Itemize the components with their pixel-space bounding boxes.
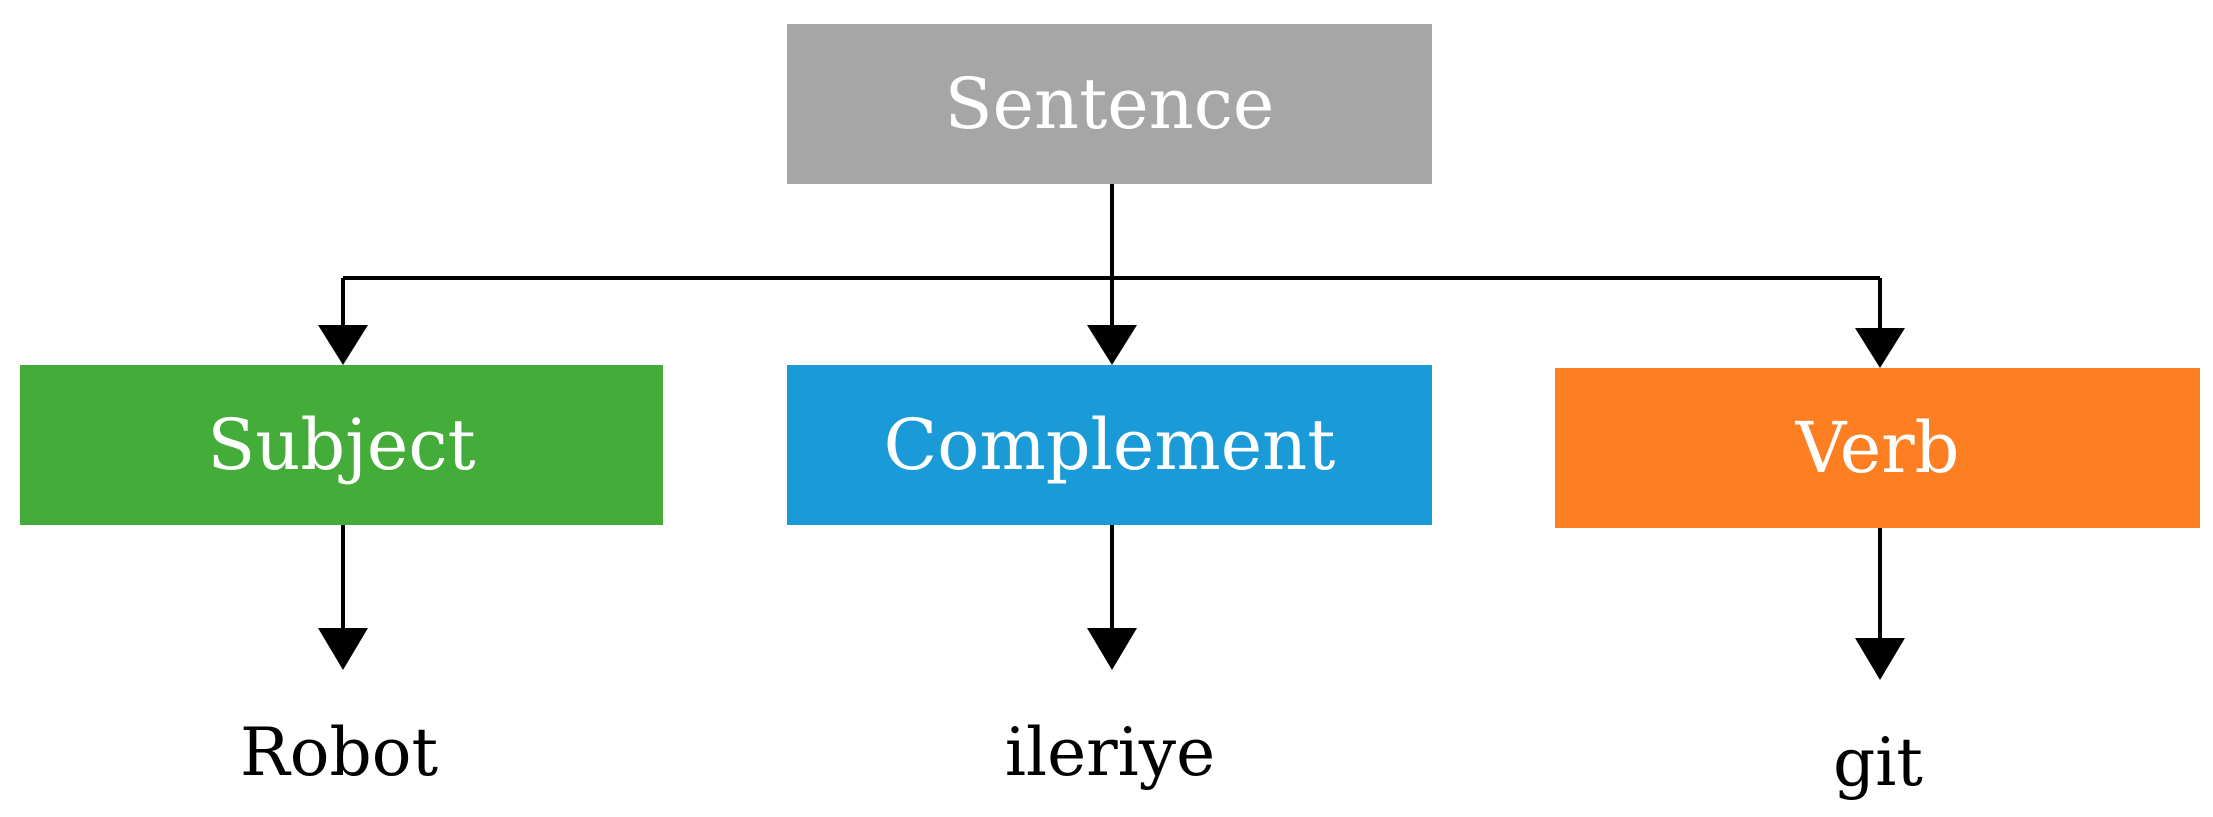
leaf-ileriye: ileriye: [1004, 714, 1216, 791]
arrowhead-git: [1855, 638, 1905, 680]
subject-label: Subject: [207, 404, 476, 486]
leaf-robot: Robot: [240, 714, 438, 791]
arrowhead-robot: [318, 628, 368, 670]
sentence-label: Sentence: [944, 63, 1275, 145]
arrowhead-ileriye: [1087, 628, 1137, 670]
leaf-git: git: [1833, 724, 1923, 801]
verb-label: Verb: [1795, 407, 1960, 489]
subject-node: Subject: [20, 365, 663, 525]
verb-node: Verb: [1555, 368, 2200, 528]
sentence-node: Sentence: [787, 24, 1432, 184]
arrowhead-verb: [1855, 328, 1905, 368]
complement-node: Complement: [787, 365, 1432, 525]
arrowhead-subject: [318, 325, 368, 365]
complement-label: Complement: [883, 404, 1336, 486]
arrowhead-complement: [1087, 325, 1137, 365]
